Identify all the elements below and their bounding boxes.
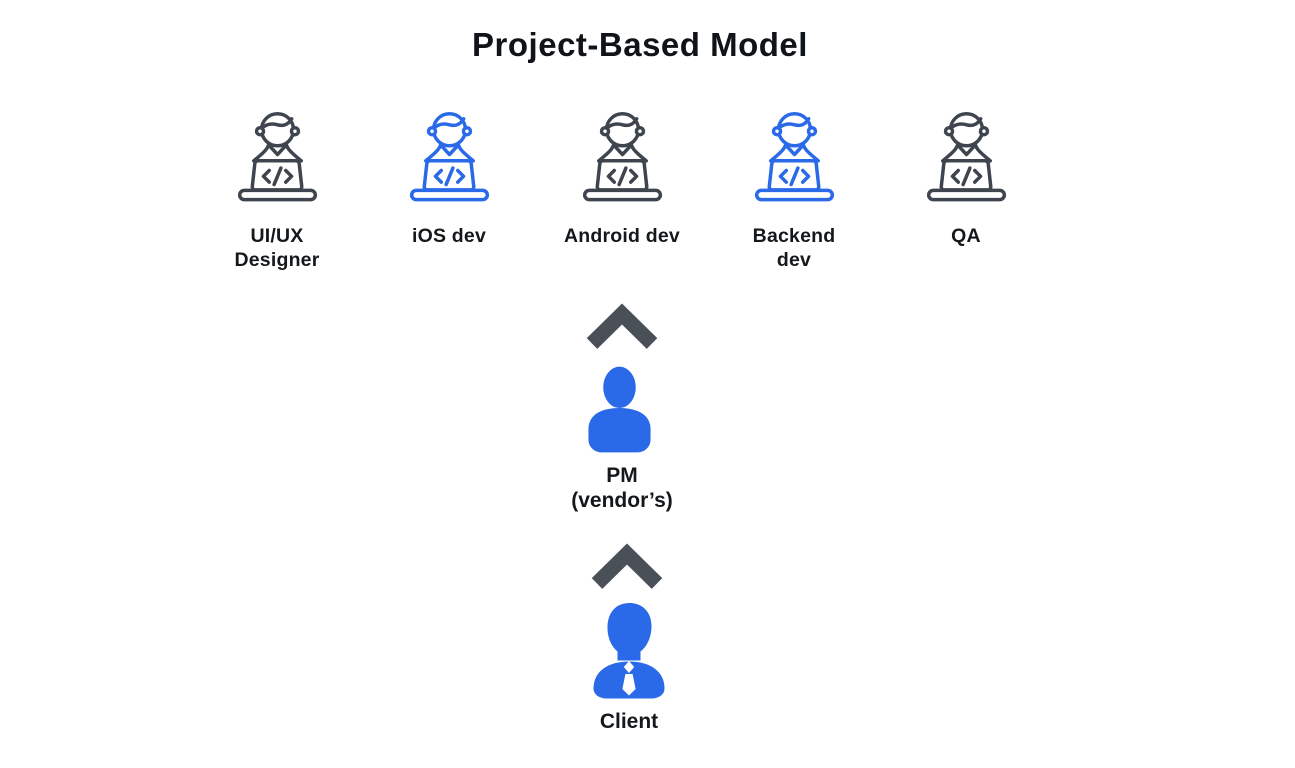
team-member-backend-dev: Backend dev [709,106,879,272]
pm-person-icon [585,366,654,457]
team-member-android-dev: Android dev [537,106,707,248]
diagram-title: Project-Based Model [472,26,808,63]
role-label: Backend dev [752,225,836,271]
client-businessman-icon [589,600,669,701]
team-member-ios-dev: iOS dev [364,106,534,248]
up-chevron-arrow [586,303,658,349]
team-member-qa: QA [881,106,1051,248]
role-label: QA [951,225,981,247]
role-label: iOS dev [411,225,486,247]
role-label: UI/UX Designer [234,225,320,271]
developer-at-laptop-icon [918,106,1015,203]
developer-at-laptop-icon [229,106,326,203]
developer-at-laptop-icon [574,106,671,203]
developer-at-laptop-icon [746,106,843,203]
team-member-uiux-designer: UI/UX Designer [192,106,362,272]
client-label: Client [599,710,659,733]
role-label: Android dev [564,225,680,247]
pm-label: PM (vendor’s) [571,464,673,512]
up-chevron-arrow [591,543,663,589]
developer-at-laptop-icon [401,106,498,203]
